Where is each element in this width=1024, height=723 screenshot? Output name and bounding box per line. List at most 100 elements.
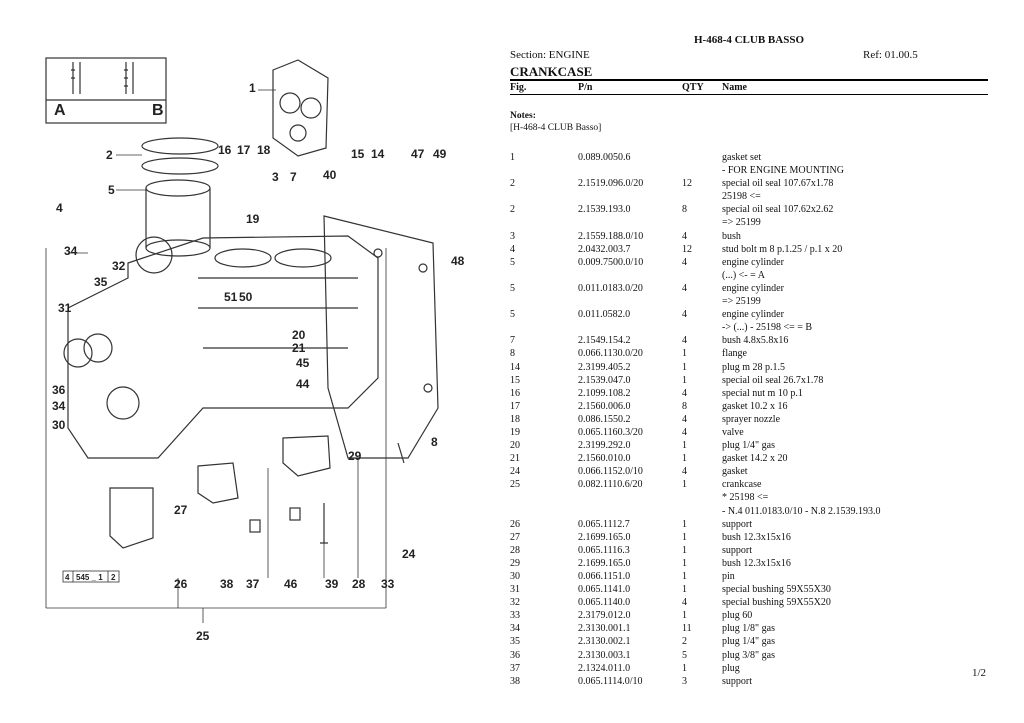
inset-label-a: A (54, 102, 66, 119)
parts-name-cell: bush (722, 230, 741, 242)
callout: 31 (58, 301, 72, 315)
parts-name-cell: crankcase (722, 479, 762, 491)
parts-row: => 25199 (510, 216, 988, 229)
parts-name-cell: support (722, 544, 752, 556)
parts-name-cell: special bushing 59X55X30 (722, 584, 831, 596)
parts-name-cell: support (722, 518, 752, 530)
parts-fig-cell: 37 (510, 662, 520, 674)
notes-text: [H-468-4 CLUB Basso] (510, 123, 602, 133)
parts-name-cell: special oil seal 26.7x1.78 (722, 374, 824, 386)
page-number: 1/2 (972, 667, 987, 679)
parts-fig-cell: 33 (510, 610, 520, 622)
figure-code-c: 2 (111, 573, 116, 582)
parts-fig-cell: 26 (510, 518, 520, 530)
parts-fig-cell: 8 (510, 348, 515, 360)
parts-qty-cell: 4 (682, 230, 687, 242)
column-qty: QTY (682, 82, 704, 93)
parts-qty-cell: 4 (682, 413, 687, 425)
parts-qty-cell: 4 (682, 309, 687, 321)
parts-pn-cell: 2.1539.047.0 (578, 374, 631, 386)
parts-row: (...) <- = A (510, 269, 988, 282)
parts-fig-cell: 21 (510, 453, 520, 465)
parts-fig-cell: 35 (510, 636, 520, 648)
parts-name-cell: bush 12.3x15x16 (722, 557, 791, 569)
callout: 3 (272, 170, 279, 184)
flange-plate (323, 215, 439, 459)
parts-qty-cell: 1 (682, 584, 687, 596)
parts-row: * 25198 <= (510, 491, 988, 504)
callout: 14 (371, 147, 385, 161)
parts-qty-cell: 2 (682, 636, 687, 648)
parts-fig-cell: 19 (510, 426, 520, 438)
parts-name-cell: plug 1/4" gas (722, 440, 775, 452)
callout: 46 (284, 577, 298, 591)
callout: 44 (296, 377, 310, 391)
callout: 36 (52, 383, 66, 397)
parts-name-cell: special oil seal 107.67x1.78 (722, 178, 834, 190)
parts-name-cell: engine cylinder (722, 282, 784, 294)
parts-fig-cell: 32 (510, 597, 520, 609)
parts-pn-cell: 0.065.1160.3/20 (578, 426, 643, 438)
parts-qty-cell: 1 (682, 544, 687, 556)
parts-fig-cell: 15 (510, 374, 520, 386)
parts-pn-cell: 0.066.1151.0 (578, 571, 631, 582)
parts-document: H-468-4 CLUB BASSO Section: ENGINE Ref: … (510, 34, 988, 688)
parts-pn-cell: 0.065.1140.0 (578, 597, 631, 609)
parts-pn-cell: 2.3199.292.0 (578, 440, 631, 452)
parts-fig-cell: 34 (510, 623, 520, 635)
figure-code-b: 545 _ 1 (76, 573, 103, 582)
parts-pn-cell: 2.1699.165.0 (578, 531, 631, 543)
parts-qty-cell: 4 (682, 426, 687, 438)
parts-pn-cell: 2.1560.006.0 (578, 400, 631, 412)
callout: 29 (348, 449, 362, 463)
parts-fig-cell: 36 (510, 649, 520, 661)
parts-pn-cell: 2.1099.108.2 (578, 387, 631, 399)
parts-pn-cell: 2.3199.405.2 (578, 361, 631, 373)
crankcase-exploded-diagram: 4 545 _ 1 2 A B 1 2 5 4 16 17 18 3 7 19 … (45, 57, 465, 643)
parts-name-cell: stud bolt m 8 p.1.25 / p.1 x 20 (722, 243, 843, 255)
parts-qty-cell: 3 (682, 675, 687, 687)
support-28 (282, 435, 331, 477)
callout: 25 (196, 629, 210, 643)
parts-fig-cell: 25 (510, 479, 520, 491)
parts-name-cell: special oil seal 107.62x2.62 (722, 204, 834, 216)
parts-name-cell: sprayer nozzle (722, 413, 781, 425)
figure-code-a: 4 (65, 573, 70, 582)
parts-qty-cell: 1 (682, 531, 687, 543)
callout: 35 (94, 275, 108, 289)
callout: 7 (290, 170, 297, 184)
parts-pn-cell: 2.1549.154.2 (578, 335, 631, 347)
column-pn: P/n (578, 82, 593, 93)
heading-rule (510, 79, 988, 81)
parts-pn-cell: 0.009.7500.0/10 (578, 256, 644, 268)
callout: 8 (431, 435, 438, 449)
parts-pn-cell: 0.011.0183.0/20 (578, 282, 643, 294)
parts-name-cell: support (722, 675, 752, 687)
callout: 38 (220, 577, 234, 591)
section-row: Section: ENGINE Ref: 01.00.5 (510, 49, 988, 64)
parts-pn-cell: 2.1560.010.0 (578, 453, 631, 465)
parts-pn-cell: 2.3130.003.1 (578, 649, 631, 661)
parts-name-cell: - N.4 011.0183.0/10 - N.8 2.1539.193.0 (722, 505, 881, 517)
notes-label: Notes: (510, 111, 536, 121)
parts-name-cell: -> (...) - 25198 <= = B (722, 322, 813, 334)
parts-pn-cell: 0.066.1130.0/20 (578, 348, 643, 360)
notes-block: Notes: [H-468-4 CLUB Basso] (510, 110, 988, 134)
parts-qty-cell: 5 (682, 649, 687, 661)
